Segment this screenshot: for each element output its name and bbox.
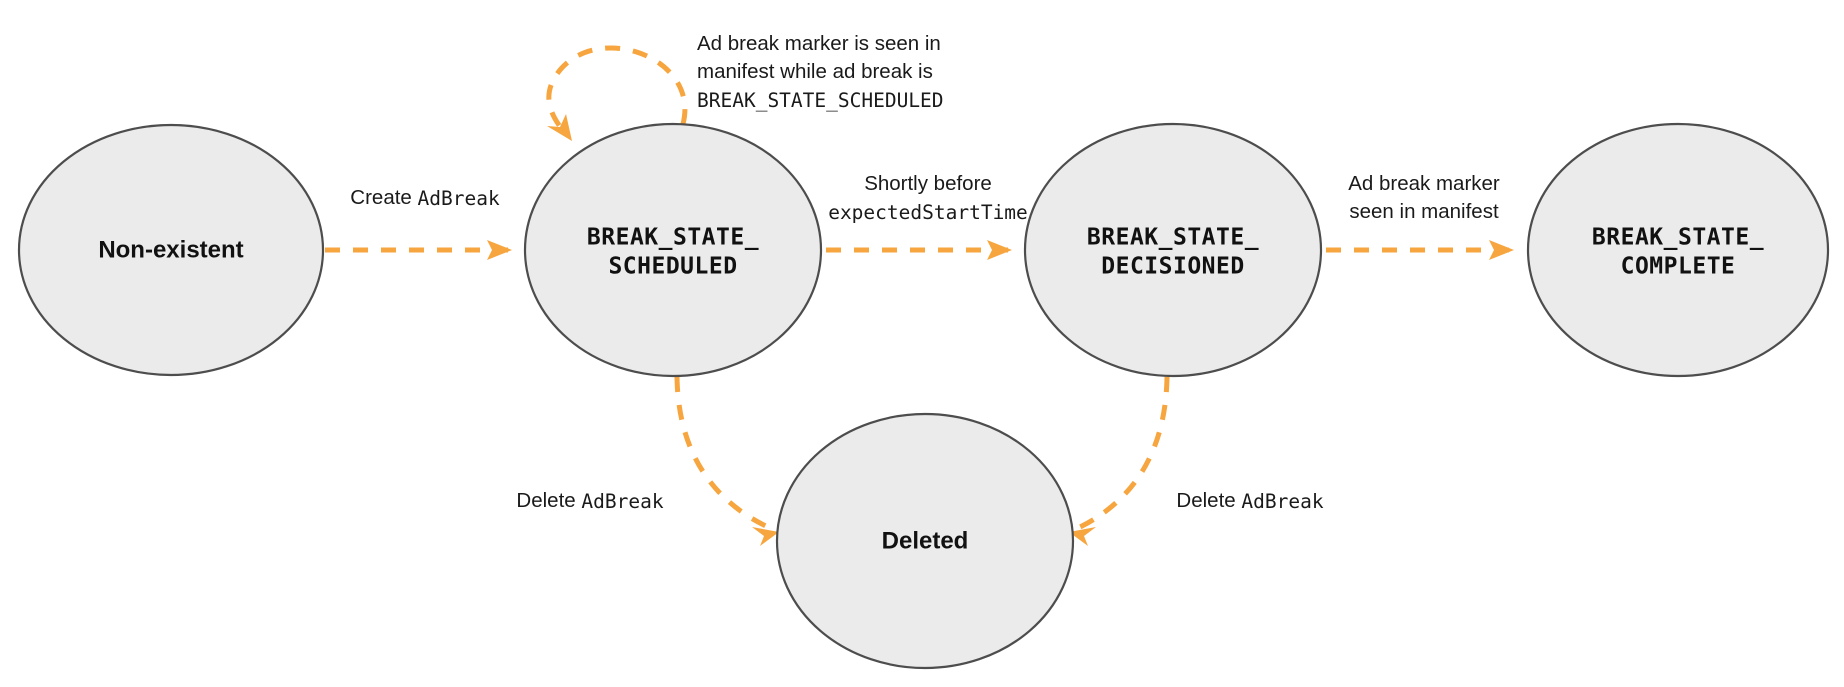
- node-deleted-shape[interactable]: [775, 412, 1075, 670]
- node-break-state-scheduled-label-line2: SCHEDULED: [608, 254, 737, 280]
- edge-delete-from-decisioned-line: [1076, 376, 1170, 531]
- edge-create-adbreak: [325, 240, 512, 260]
- node-non-existent[interactable]: Non-existent: [17, 123, 325, 377]
- node-non-existent-label: Non-existent: [98, 236, 243, 263]
- edge-label-delete-from-decisioned: Delete AdBreak: [1176, 489, 1323, 512]
- edge-scheduled-self-loop-arrowhead: [547, 114, 572, 141]
- edge-delete-from-decisioned-arrowhead: [1069, 527, 1096, 546]
- edge-scheduled-self-loop-line: [546, 45, 688, 135]
- node-break-state-decisioned-label-line1: BREAK_STATE_: [1087, 225, 1259, 251]
- edge-label-create-adbreak: Create AdBreak: [350, 186, 500, 209]
- edge-delete-from-scheduled-line: [674, 376, 772, 531]
- node-layer: Non-existent BREAK_STATE_ SCHEDULED BREA…: [17, 122, 1830, 670]
- node-break-state-decisioned-label-line2: DECISIONED: [1101, 254, 1244, 280]
- edge-marker-seen-manifest: [1326, 240, 1514, 260]
- edge-delete-from-scheduled-arrowhead: [752, 527, 779, 546]
- edge-shortly-before: [826, 240, 1012, 260]
- node-break-state-complete[interactable]: BREAK_STATE_ COMPLETE: [1526, 122, 1830, 378]
- node-break-state-scheduled-shape[interactable]: [523, 122, 823, 378]
- edge-scheduled-self-loop: [546, 45, 688, 141]
- node-break-state-decisioned-shape[interactable]: [1023, 122, 1323, 378]
- node-break-state-decisioned[interactable]: BREAK_STATE_ DECISIONED: [1023, 122, 1323, 378]
- node-deleted-label: Deleted: [882, 527, 969, 554]
- node-break-state-scheduled-label-line1: BREAK_STATE_: [587, 225, 759, 251]
- edge-label-delete-from-scheduled: Delete AdBreak: [516, 489, 663, 512]
- edge-label-layer: Create AdBreak Ad break marker is seen i…: [350, 32, 1500, 512]
- node-break-state-complete-label-line1: BREAK_STATE_: [1592, 225, 1764, 251]
- node-break-state-complete-label-line2: COMPLETE: [1621, 254, 1736, 280]
- node-non-existent-shape[interactable]: [17, 123, 325, 377]
- edge-shortly-before-arrowhead: [987, 240, 1012, 260]
- node-break-state-scheduled[interactable]: BREAK_STATE_ SCHEDULED: [523, 122, 823, 378]
- edge-marker-seen-manifest-arrowhead: [1489, 240, 1514, 260]
- edge-layer: [325, 45, 1514, 546]
- edge-delete-from-decisioned: [1069, 376, 1170, 546]
- node-deleted[interactable]: Deleted: [775, 412, 1075, 670]
- edge-create-adbreak-arrowhead: [487, 240, 512, 260]
- edge-delete-from-scheduled: [674, 376, 779, 546]
- node-break-state-complete-shape[interactable]: [1526, 122, 1830, 378]
